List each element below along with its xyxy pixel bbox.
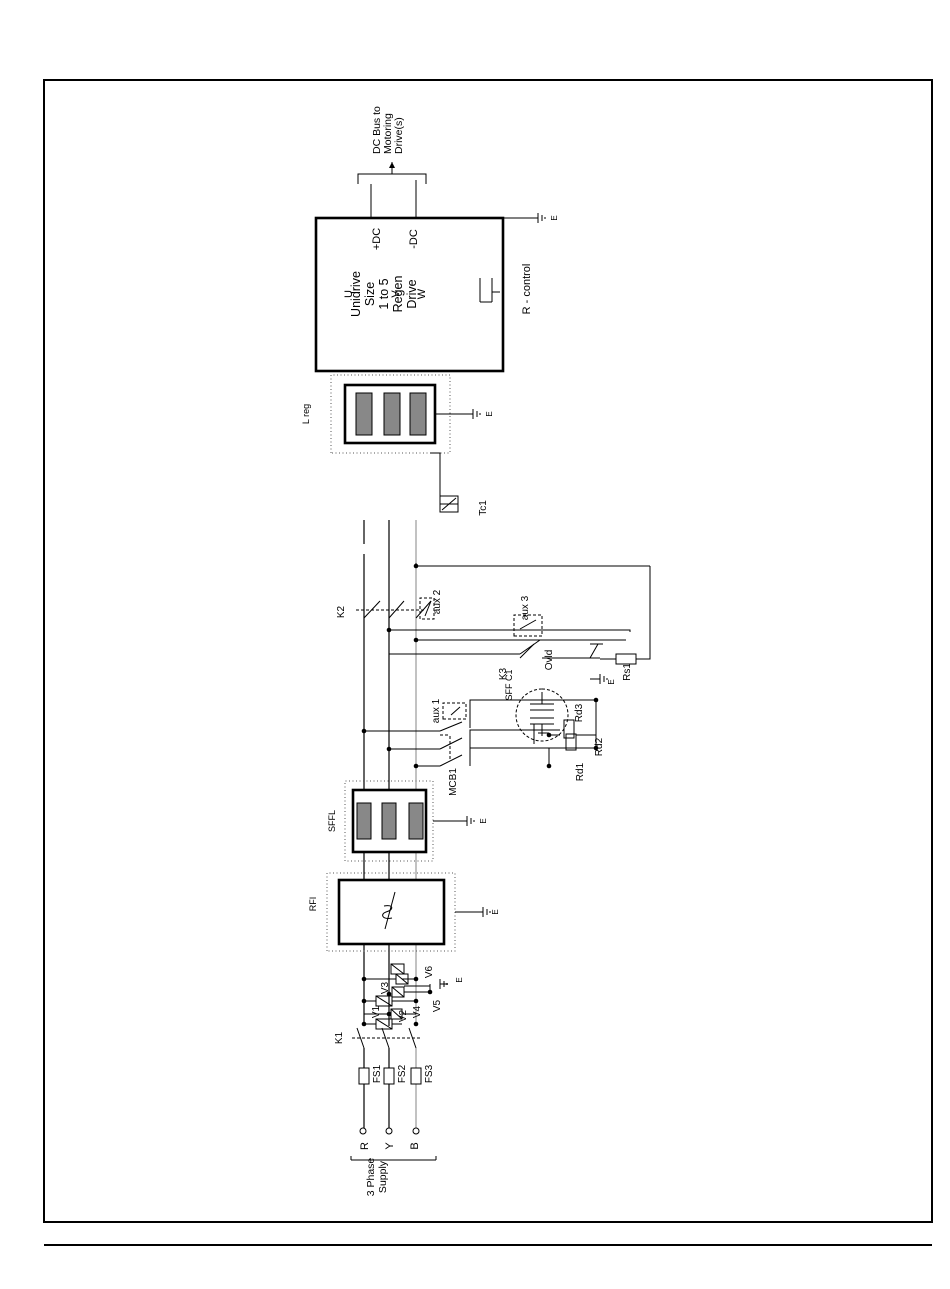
aux3-label: aux 3 (520, 595, 531, 620)
sffl-reactor: SFFL E (327, 781, 488, 861)
rs1-label: Rs1 (622, 663, 633, 681)
sffl-label: SFFL (327, 810, 337, 832)
regen-drive: U V W +DC -DC UnidriveSize1 to 5RegenDri… (316, 213, 559, 371)
surge-varistors: V1 V2 V3 V4 V5 V6 E (362, 964, 464, 1029)
supply-terminals: 3 PhaseSupply R Y B (351, 1142, 436, 1197)
fuse-fs1-label: FS1 (372, 1064, 383, 1083)
r-control-label: R - control (521, 264, 533, 315)
supply-label: 3 PhaseSupply (365, 1158, 389, 1197)
rfi-earth-label: E (491, 909, 500, 914)
lreg-reactor: L reg E Tc1 (301, 375, 494, 516)
phase-r-label: R (359, 1142, 371, 1150)
lreg-earth-label: E (485, 411, 494, 416)
varistor-v5-label: V5 (432, 999, 443, 1012)
drive-earth-label: E (550, 215, 559, 220)
fuse-fs3-label: FS3 (424, 1064, 435, 1083)
ovld-label: Ovld (544, 650, 555, 671)
rd2-label: Rd2 (594, 737, 605, 756)
phase-y-label: Y (384, 1142, 396, 1150)
dc-bus-output: DC Bus toMotoringDrive(s) (358, 106, 426, 218)
tc1-label: Tc1 (478, 500, 489, 516)
varistor-v1-label: V1 (371, 1005, 382, 1018)
fuse-fs2-label: FS2 (397, 1064, 408, 1083)
dc-bus-label: DC Bus toMotoringDrive(s) (371, 106, 405, 154)
drive-terminal-ndc-label: -DC (408, 229, 420, 249)
contactor-k1: K1 (334, 1028, 420, 1048)
rfi-label: RFI (308, 897, 318, 912)
varistor-v4-label: V4 (412, 1005, 423, 1018)
interlock-wiring: aux 3 K3 Ovld Rs1 E (387, 563, 650, 685)
aux2-label: aux 2 (432, 589, 443, 614)
rd3-label: Rd3 (574, 703, 585, 722)
phase-b-label: B (409, 1142, 421, 1149)
rfi-filter: RFI E (308, 873, 500, 951)
sffl-earth-label: E (479, 818, 488, 823)
k2-label: K2 (336, 605, 347, 618)
drive-terminal-pdc-label: +DC (371, 228, 383, 250)
ovld-earth-label: E (607, 679, 616, 684)
varistor-v2-label: V2 (398, 1009, 409, 1022)
varistor-v6-label: V6 (424, 965, 435, 978)
aux1-label: aux 1 (431, 698, 442, 723)
fuses: FS1 FS2 FS3 (359, 1064, 435, 1084)
k1-label: K1 (334, 1031, 345, 1044)
rotated-schematic: 3 PhaseSupply R Y B FS1 FS2 FS3 (301, 106, 650, 1196)
lreg-label: L reg (301, 404, 311, 424)
rd1-label: Rd1 (575, 762, 586, 781)
k3-label: K3 (498, 667, 509, 680)
varistor-v3-label: V3 (380, 981, 391, 994)
varistor-earth-label: E (455, 977, 464, 982)
mcb1-label: MCB1 (448, 768, 459, 796)
